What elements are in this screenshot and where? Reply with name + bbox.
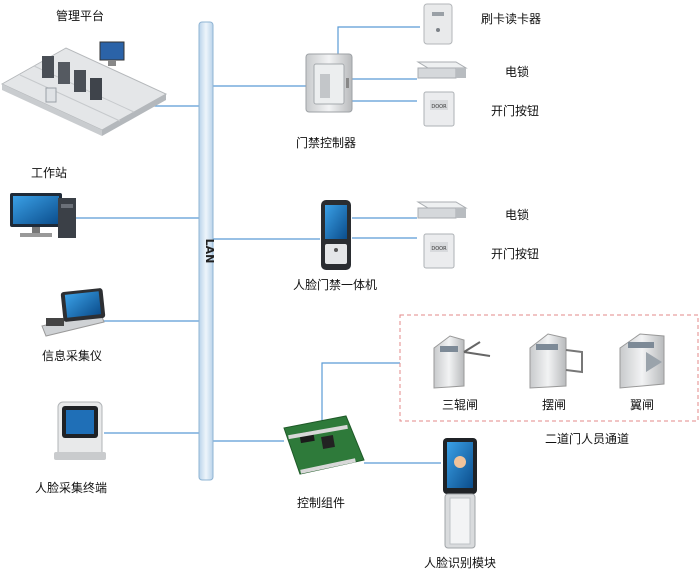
label-lock-2: 电锁 (505, 208, 530, 222)
label-info-collector: 信息采集仪 (42, 349, 103, 363)
label-face-access-terminal: 人脸门禁一体机 (293, 278, 378, 292)
label-card-reader: 刷卡读卡器 (481, 12, 542, 26)
info-collector-icon (41, 288, 106, 337)
management-platform-icon (0, 41, 168, 136)
label-flap: 翼闸 (630, 398, 655, 412)
line-channel (321, 362, 400, 424)
access-controller-icon (305, 53, 353, 113)
face-access-terminal-icon (321, 200, 351, 270)
label-lock-1: 电锁 (505, 65, 530, 79)
card-reader-icon (423, 3, 453, 45)
svg-text:DOOR: DOOR (431, 246, 447, 252)
label-face-terminal: 人脸采集终端 (35, 481, 108, 495)
label-exit-button-2: 开门按钮 (491, 247, 540, 261)
face-recognition-module-icon (443, 438, 477, 549)
label-tripod: 三辊闸 (442, 398, 479, 412)
svg-text:DOOR: DOOR (431, 104, 447, 110)
face-terminal-icon (54, 401, 106, 460)
electric-lock-icon-2 (416, 201, 468, 219)
swing-turnstile-icon (529, 333, 583, 389)
electric-lock-icon-1 (416, 61, 468, 79)
label-control-module: 控制组件 (297, 496, 346, 510)
label-workstation: 工作站 (31, 166, 68, 180)
label-exit-button-1: 开门按钮 (491, 104, 540, 118)
label-swing: 摆闸 (542, 398, 567, 412)
workstation-icon (10, 193, 76, 238)
connection-lines (76, 26, 441, 464)
lan-bus: LAN (198, 21, 216, 481)
control-module-pcb-icon (283, 415, 365, 475)
exit-button-icon-1: DOOR (423, 91, 455, 127)
lan-label: LAN (203, 239, 216, 264)
flap-turnstile-icon (619, 333, 665, 389)
tripod-turnstile-icon (433, 335, 491, 389)
label-face-recognition-module: 人脸识别模块 (424, 556, 497, 570)
channel-group-box (399, 314, 699, 422)
label-management-platform: 管理平台 (56, 9, 105, 23)
line-card-reader (337, 26, 420, 60)
label-access-controller: 门禁控制器 (296, 136, 357, 150)
label-channel-group: 二道门人员通道 (545, 432, 630, 446)
exit-button-icon-2: DOOR (423, 233, 455, 269)
